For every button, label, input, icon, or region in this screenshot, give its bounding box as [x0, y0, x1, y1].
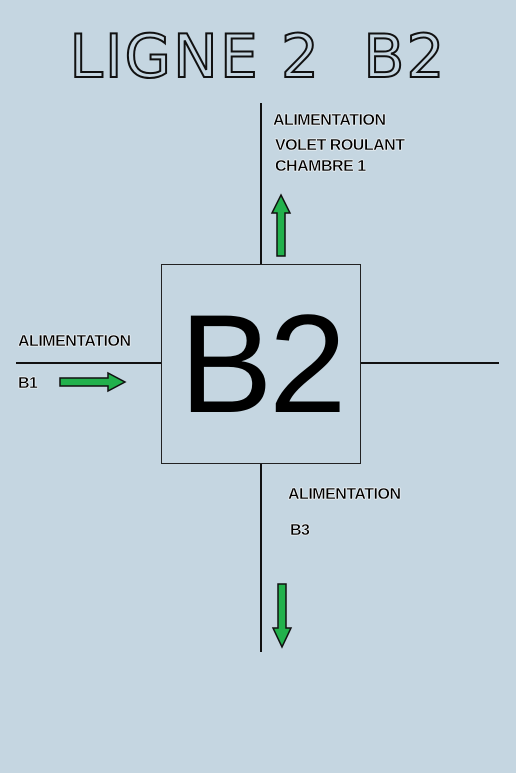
- left-label-code: B1: [18, 375, 38, 392]
- top-label-line-2: VOLET ROULANT: [275, 137, 405, 154]
- left-wire: [16, 362, 162, 364]
- bottom-label-name: ALIMENTATION: [288, 486, 401, 503]
- up-arrow-icon: [270, 193, 292, 257]
- bottom-label-code: B3: [290, 522, 310, 539]
- junction-box-b2: B2: [161, 264, 361, 464]
- diagram-title: LIGNE 2 B2: [68, 21, 447, 93]
- top-label-line-1: ALIMENTATION: [273, 112, 386, 129]
- top-wire: [260, 103, 262, 265]
- left-label-name: ALIMENTATION: [18, 333, 131, 350]
- bottom-wire: [260, 462, 262, 652]
- right-arrow-icon: [59, 371, 127, 393]
- top-label-line-3: CHAMBRE 1: [275, 158, 367, 175]
- junction-box-label: B2: [179, 285, 346, 442]
- right-wire: [359, 362, 499, 364]
- down-arrow-icon: [271, 583, 293, 649]
